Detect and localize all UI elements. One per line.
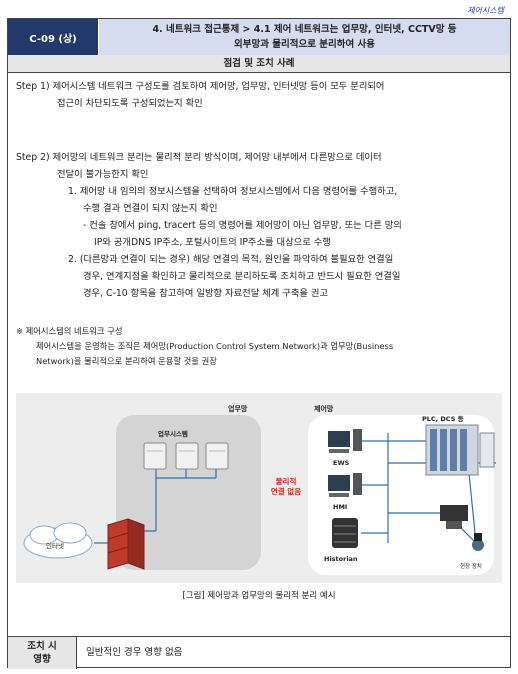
item-title: 4. 네트워크 접근통제 > 4.1 제어 네트워크는 업무망, 인터넷, CC… (99, 19, 510, 55)
diagram-graphics (23, 424, 496, 570)
figure-caption: [그림] 제어망과 업무망의 물리적 분리 예시 (182, 591, 336, 601)
network-diagram: 업무망 제어망 업무시스템 PLC, DCS 등 (16, 393, 502, 583)
plc-dcs-icon (425, 424, 495, 476)
category-label: 제어시스템 (467, 6, 504, 15)
control-zone-label: 제어망 (314, 405, 334, 413)
historian-database-icon (332, 518, 358, 548)
internet-label: 인터넷 (46, 542, 64, 550)
step-1-line-1: Step 1) 제어시스템 네트워크 구성도를 검토하여 제어망, 업무망, 인… (16, 81, 385, 92)
document-table: C-09 (상) 4. 네트워크 접근통제 > 4.1 제어 네트워크는 업무망… (7, 18, 511, 669)
hmi-workstation-icon (328, 473, 362, 497)
item-2-line-3: 경우, C-10 항목을 참고하여 일방향 자료전달 체계 구축을 권고 (83, 288, 328, 299)
step-2-line-1: Step 2) 제어망의 네트워크 분리는 물리적 분리 방식이며, 제어망 내… (16, 152, 382, 163)
item-2-line-2: 경우, 연계지점을 확인하고 물리적으로 분리하도록 조치하고 반드시 필요한 … (83, 271, 401, 282)
footer-row: 조치 시 영향 일반적인 경우 영향 없음 (8, 636, 510, 669)
impact-label: 조치 시 영향 (8, 637, 77, 669)
item-2-line-1: 2. (다른망과 연결이 되는 경우) 해당 연결의 목적, 원인을 파악하여 … (68, 254, 394, 265)
item-code: C-09 (상) (8, 19, 98, 55)
business-server-icon (143, 442, 229, 470)
network-note: ※ 제어시스템의 네트워크 구성 제어시스템을 운영하는 조직은 제어망(Pro… (16, 324, 502, 369)
step-2: Step 2) 제어망의 네트워크 분리는 물리적 분리 방식이며, 제어망 내… (16, 149, 502, 302)
detail-1-line-2: IP와 공개DNS IP주소, 포털사이트의 IP주소를 대상으로 수행 (94, 237, 331, 248)
ews-label: EWS (333, 459, 350, 467)
field-device-icon (440, 505, 484, 551)
note-title: ※ 제어시스템의 네트워크 구성 (16, 326, 123, 336)
impact-text: 일반적인 경우 영향 없음 (86, 647, 183, 658)
plc-dcs-label: PLC, DCS 등 (422, 415, 464, 423)
content-body: Step 1) 제어시스템 네트워크 구성도를 검토하여 제어망, 업무망, 인… (8, 73, 510, 636)
title-line-2: 외부망과 물리적으로 분리하여 사용 (233, 39, 376, 50)
physical-separation-note: 물리적 연결 없음 (266, 477, 306, 497)
separation-line-1: 물리적 (275, 477, 297, 486)
step-1: Step 1) 제어시스템 네트워크 구성도를 검토하여 제어망, 업무망, 인… (16, 78, 502, 112)
separation-line-2: 연결 없음 (270, 487, 302, 496)
note-line-2: Network)을 물리적으로 분리하여 운용할 것을 권장 (36, 356, 217, 366)
step-2-line-2: 전달이 불가능한지 확인 (57, 169, 149, 180)
header-row: C-09 (상) 4. 네트워크 접근통제 > 4.1 제어 네트워크는 업무망… (8, 19, 510, 56)
detail-1-line-1: - 컨솔 창에서 ping, tracert 등의 명령어를 제어망이 아닌 업… (83, 220, 402, 231)
internet-cloud-icon (23, 522, 93, 559)
hmi-label: HMI (333, 503, 348, 511)
item-1-line-1: 1. 제어망 내 임의의 정보시스템을 선택하여 정보시스템에서 다음 명령어를… (68, 186, 398, 197)
ews-workstation-icon (328, 429, 362, 453)
item-1-line-2: 수행 결과 연결이 되지 않는지 확인 (83, 203, 218, 214)
firewall-icon (107, 518, 145, 570)
business-systems-label: 업무시스템 (158, 430, 188, 438)
title-line-1: 4. 네트워크 접근통제 > 4.1 제어 네트워크는 업무망, 인터넷, CC… (152, 24, 457, 35)
business-zone-label: 업무망 (228, 405, 248, 413)
historian-label: Historian (324, 555, 358, 563)
section-heading: 점검 및 조치 사례 (8, 55, 510, 73)
field-device-label: 현장 장치 (460, 564, 482, 570)
note-line-1: 제어시스템을 운영하는 조직은 제어망(Production Control S… (36, 341, 394, 351)
step-1-line-2: 접근이 차단되도록 구성되었는지 확인 (57, 98, 203, 109)
